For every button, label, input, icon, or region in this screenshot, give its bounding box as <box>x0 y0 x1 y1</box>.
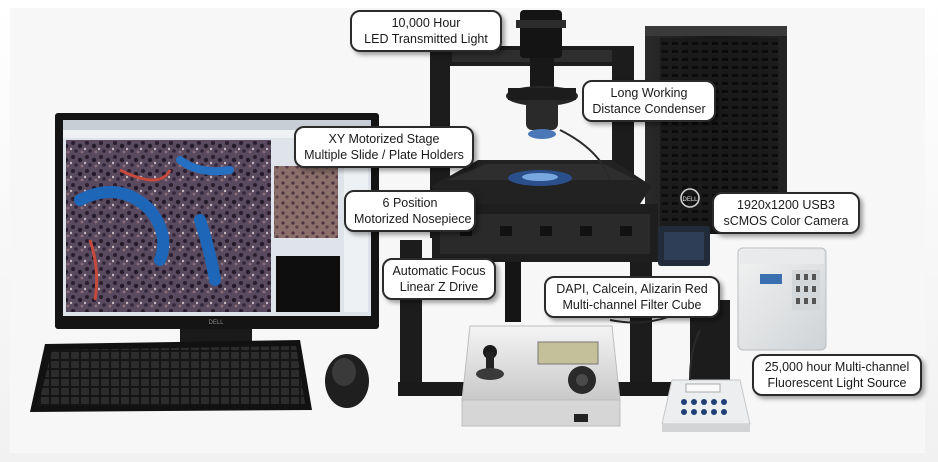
callout-focus: Automatic Focus Linear Z Drive <box>382 258 496 300</box>
callout-led-line1: 10,000 Hour <box>391 16 461 30</box>
monitor-logo: DELL <box>208 320 224 326</box>
callout-filter-line2: Multi-channel Filter Cube <box>562 298 702 312</box>
led-illuminator <box>506 10 578 139</box>
keyboard <box>30 340 312 412</box>
callout-filter-cube: DAPI, Calcein, Alizarin Red Multi-channe… <box>544 276 720 318</box>
callout-light-source: 25,000 hour Multi-channel Fluorescent Li… <box>752 354 922 396</box>
callout-condenser-line2: Distance Condenser <box>592 102 706 116</box>
joystick-controller <box>461 325 621 427</box>
callout-focus-line1: Automatic Focus <box>392 264 486 278</box>
callout-camera-line1: 1920x1200 USB3 <box>737 198 835 212</box>
callout-xy-stage-line2: Multiple Slide / Plate Holders <box>304 148 464 162</box>
keypad-controller <box>661 379 751 432</box>
callout-condenser: Long Working Distance Condenser <box>582 80 716 122</box>
callout-light-source-line2: Fluorescent Light Source <box>767 376 907 390</box>
callout-xy-stage: XY Motorized Stage Multiple Slide / Plat… <box>294 126 474 168</box>
callout-xy-stage-line1: XY Motorized Stage <box>328 132 440 146</box>
mouse <box>325 354 369 408</box>
callout-nosepiece: 6 Position Motorized Nosepiece <box>344 190 476 232</box>
callout-focus-line2: Linear Z Drive <box>399 280 479 294</box>
computer-tower: DELL <box>645 26 787 234</box>
callout-filter-line1: DAPI, Calcein, Alizarin Red <box>556 282 708 296</box>
callout-camera-line2: sCMOS Color Camera <box>723 214 849 228</box>
callout-light-source-line1: 25,000 hour Multi-channel <box>764 360 910 374</box>
callout-led-light: 10,000 Hour LED Transmitted Light <box>350 10 502 52</box>
callout-nosepiece-line2: Motorized Nosepiece <box>354 212 472 226</box>
callout-led-line2: LED Transmitted Light <box>364 32 488 46</box>
callout-nosepiece-line1: 6 Position <box>382 196 438 210</box>
camera <box>658 226 710 266</box>
callout-condenser-line1: Long Working <box>610 86 688 100</box>
callout-camera: 1920x1200 USB3 sCMOS Color Camera <box>712 192 860 234</box>
light-source <box>737 247 827 351</box>
tower-logo: DELL <box>682 197 698 203</box>
xy-stage <box>432 160 652 204</box>
